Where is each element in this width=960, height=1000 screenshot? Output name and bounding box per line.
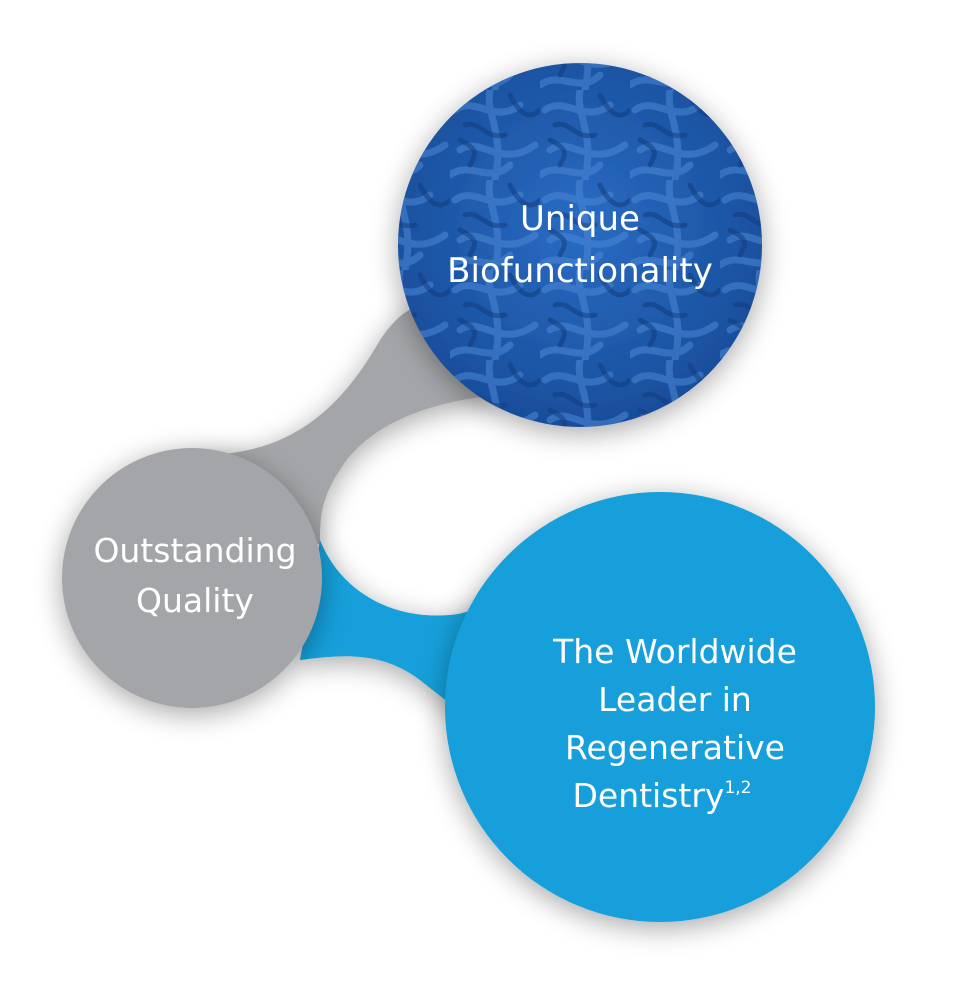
- quality-label-line1: Outstanding: [93, 531, 296, 570]
- quality-circle: [62, 448, 322, 708]
- leader-label-dentistry: Dentistry: [572, 776, 724, 815]
- leader-label-line3: Regenerative: [565, 728, 785, 767]
- leader-label-line2: Leader in: [598, 680, 752, 719]
- bone-texture-overlay: [398, 63, 762, 427]
- biofunctionality-label-line1: Unique: [520, 199, 640, 239]
- leader-circle: [445, 492, 875, 922]
- quality-label-line2: Quality: [136, 581, 254, 620]
- biofunctionality-label-line2: Biofunctionality: [447, 251, 713, 291]
- biofunctionality-circle-group: [398, 63, 762, 427]
- leader-label-superscript: 1,2: [724, 778, 751, 798]
- leader-label-line4: Dentistry1,2: [572, 776, 751, 815]
- leader-label-line1: The Worldwide: [552, 632, 797, 671]
